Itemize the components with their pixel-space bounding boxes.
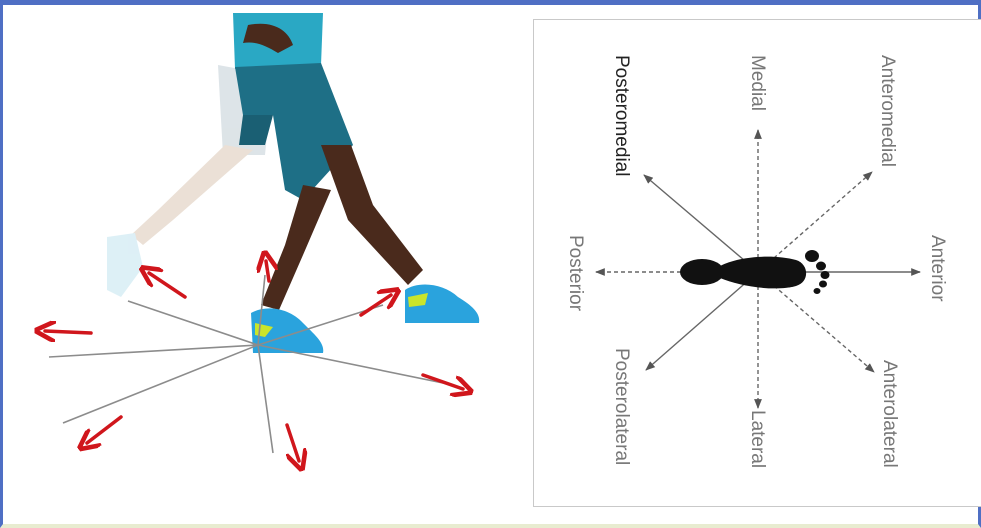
star-excursion-illustration (3, 5, 523, 525)
arrow-anteromedial (361, 295, 391, 315)
label-anterolateral: Anterolateral (879, 360, 900, 468)
label-posteromedial: Posteromedial (611, 55, 632, 176)
arrow-posterolateral (87, 417, 121, 443)
arrow-posteromedial (149, 273, 185, 297)
label-posterior: Posterior (565, 235, 586, 312)
direction-diagram: Anterior Anteromedial Medial Posteromedi… (533, 19, 981, 507)
label-medial: Medial (747, 55, 768, 111)
label-lateral: Lateral (747, 410, 768, 468)
red-arrows (45, 261, 463, 461)
arrow-posterior (45, 331, 91, 333)
label-posterolateral: Posterolateral (611, 348, 632, 465)
arrow-lateral (287, 425, 299, 461)
label-anteromedial: Anteromedial (877, 55, 898, 167)
line-posterolateral (646, 272, 758, 370)
line-posteromedial (644, 175, 758, 272)
arrow-medial (266, 261, 269, 281)
arrow-anterolateral (423, 375, 463, 389)
label-anterior: Anterior (927, 235, 948, 302)
